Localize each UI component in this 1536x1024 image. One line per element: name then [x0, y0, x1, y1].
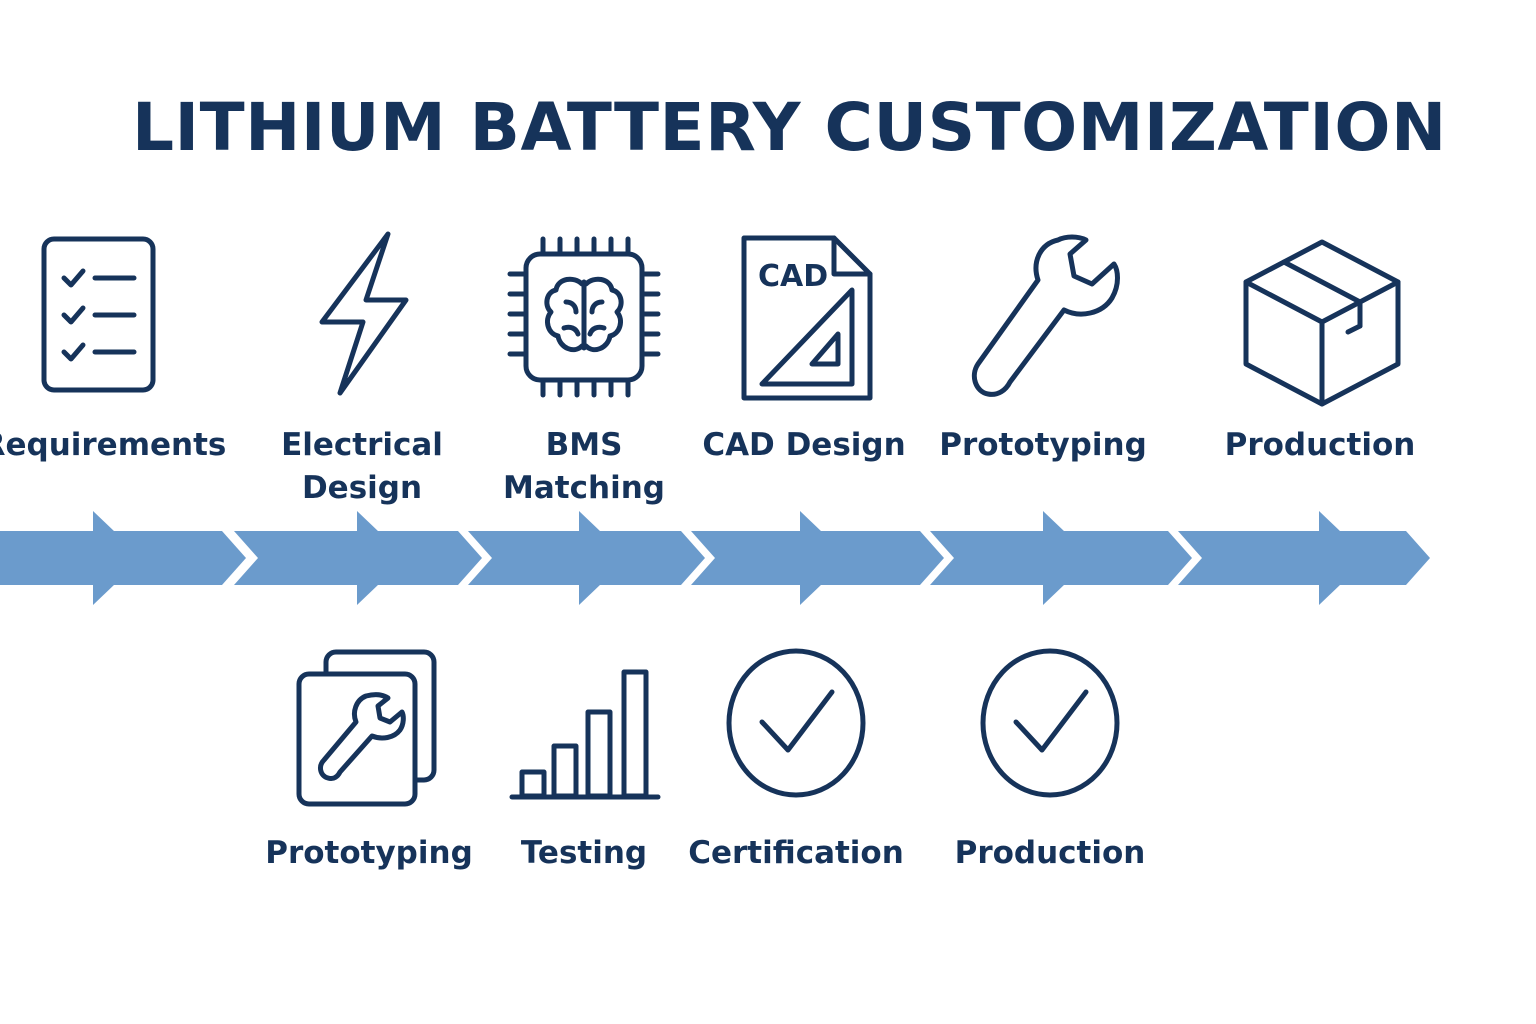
timeline-chevron-segment: [0, 531, 246, 585]
timeline-arrow-marker-top: [93, 511, 115, 532]
step-label-prototyping-bottom: Prototyping: [265, 835, 473, 871]
cad-document-icon: CAD: [741, 235, 873, 401]
timeline-arrow-marker-bottom: [800, 584, 822, 605]
timeline-arrow-marker-top: [357, 511, 379, 532]
timeline-arrow-marker-top: [800, 511, 822, 532]
process-timeline: [0, 511, 1430, 605]
step-label-bms-matching: BMS Matching: [503, 427, 665, 506]
timeline-arrow-marker-bottom: [579, 584, 601, 605]
step-label-cad-design: CAD Design: [702, 427, 906, 463]
timeline-arrow-marker-bottom: [1319, 584, 1341, 605]
timeline-chevron-segment: [1178, 531, 1430, 585]
timeline-arrow-marker-top: [1043, 511, 1065, 532]
timeline-arrow-marker-top: [579, 511, 601, 532]
wrench-cards-icon: [296, 649, 437, 807]
timeline-arrow-marker-bottom: [93, 584, 115, 605]
step-label-certification: Certification: [688, 835, 904, 871]
step-label-electrical-design: Electrical Design: [281, 427, 443, 506]
wrench-icon: [971, 234, 1120, 397]
step-label-production: Production: [1224, 427, 1416, 463]
timeline-chevron-segment: [691, 531, 944, 585]
checklist-icon: [41, 236, 156, 393]
timeline-arrow-marker-bottom: [1043, 584, 1065, 605]
step-label-requirements: Requirements: [0, 427, 227, 463]
step-label-testing: Testing: [520, 835, 648, 871]
timeline-arrow-marker-top: [1319, 511, 1341, 532]
chip-brain-icon: [507, 236, 661, 398]
page-title: LITHIUM BATTERY CUSTOMIZATION: [132, 89, 1447, 166]
check-circle-icon: [980, 648, 1120, 798]
timeline-chevron-segment: [234, 531, 482, 585]
timeline-chevron-segment: [930, 531, 1192, 585]
lightning-bolt-icon: [319, 231, 409, 396]
bar-chart-icon: [509, 669, 661, 800]
box-icon: [1243, 239, 1401, 407]
timeline-arrow-marker-bottom: [357, 584, 379, 605]
svg-text:CAD: CAD: [758, 259, 828, 294]
step-label-production-bottom: Production: [954, 835, 1146, 871]
timeline-chevron-segment: [468, 531, 705, 585]
step-label-prototyping: Prototyping: [939, 427, 1147, 463]
check-circle-icon: [726, 648, 866, 798]
